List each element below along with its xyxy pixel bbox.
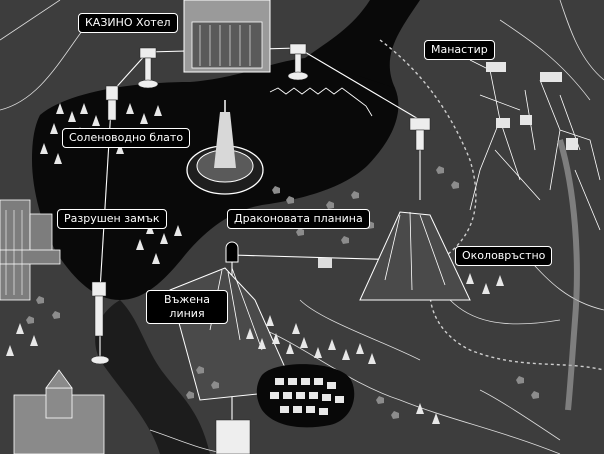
ring-road-curve: [557, 139, 580, 411]
castle-icon: [13, 369, 105, 454]
river: [305, 0, 420, 88]
label-rope-line-line2: линия: [169, 307, 205, 320]
tower-icon: [186, 100, 264, 195]
shoreline: [269, 87, 373, 117]
label-ruined-castle[interactable]: Разрушен замък: [57, 209, 167, 229]
label-dragon-mountain[interactable]: Драконовата планина: [227, 209, 370, 229]
label-casino-hotel[interactable]: КАЗИНО Хотел: [78, 13, 178, 33]
lake-lower: [95, 300, 210, 454]
label-rope-line-line1: Въжена: [164, 293, 210, 306]
gondola-icon: [318, 258, 332, 268]
tent-icon: [225, 241, 239, 263]
label-ring-road[interactable]: Околовръстно: [455, 246, 553, 266]
station-icon: [90, 43, 431, 454]
casino-building-icon: [183, 0, 271, 73]
monastery-icon: [486, 62, 578, 150]
label-monastery[interactable]: Манастир: [424, 40, 495, 60]
label-salt-marsh[interactable]: Соленоводно блато: [62, 128, 191, 148]
label-rope-line[interactable]: Въжена линия: [146, 290, 228, 324]
city-block-icon: [256, 364, 355, 428]
castle-icon: [0, 199, 61, 301]
